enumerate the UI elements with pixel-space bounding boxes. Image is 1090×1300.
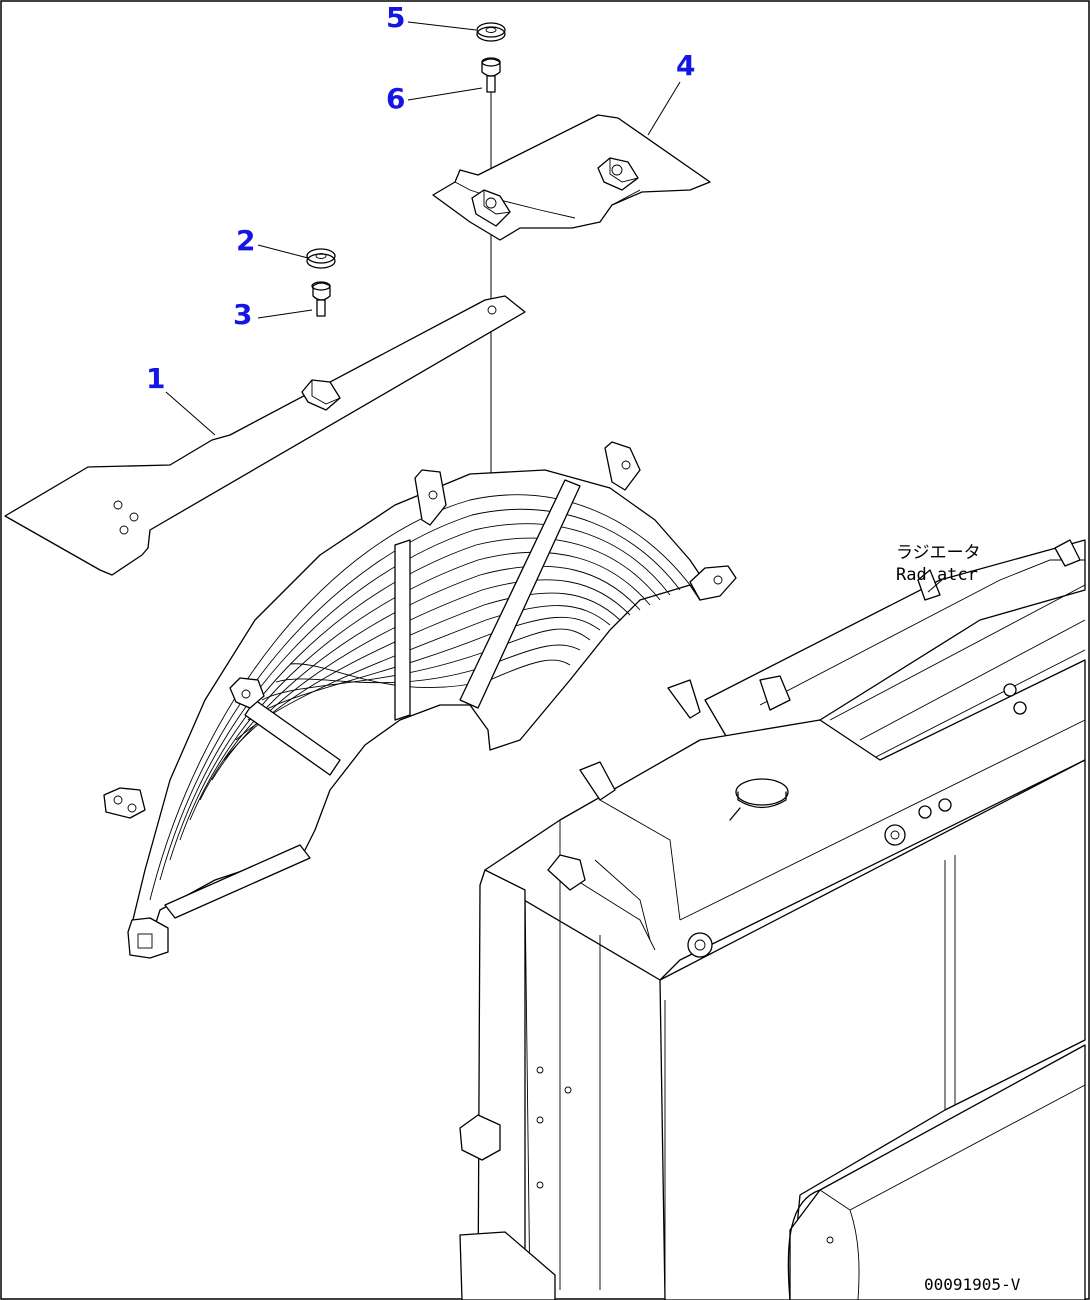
drawing-reference-code: 00091905-V (924, 1275, 1021, 1294)
part-number-4: 4 (676, 49, 695, 82)
part-number-1: 1 (146, 362, 165, 395)
part-number-2: 2 (236, 224, 255, 257)
part-number-3: 3 (233, 298, 252, 331)
plate-part-4 (432, 114, 711, 241)
washer-part-2 (306, 248, 336, 269)
bolt-part-3 (311, 281, 331, 317)
bolt-part-6 (481, 57, 501, 93)
washer-part-5 (476, 22, 506, 42)
leader-lines (165, 21, 943, 593)
radiator-assembly (459, 539, 1086, 1300)
radiator-label-english: Rad atcr (896, 565, 978, 585)
fan-shroud (103, 441, 737, 959)
plate-part-1 (4, 295, 526, 576)
part-number-6: 6 (386, 82, 405, 115)
part-number-5: 5 (386, 1, 405, 34)
radiator-label-japanese: ラジエータ (896, 543, 981, 563)
